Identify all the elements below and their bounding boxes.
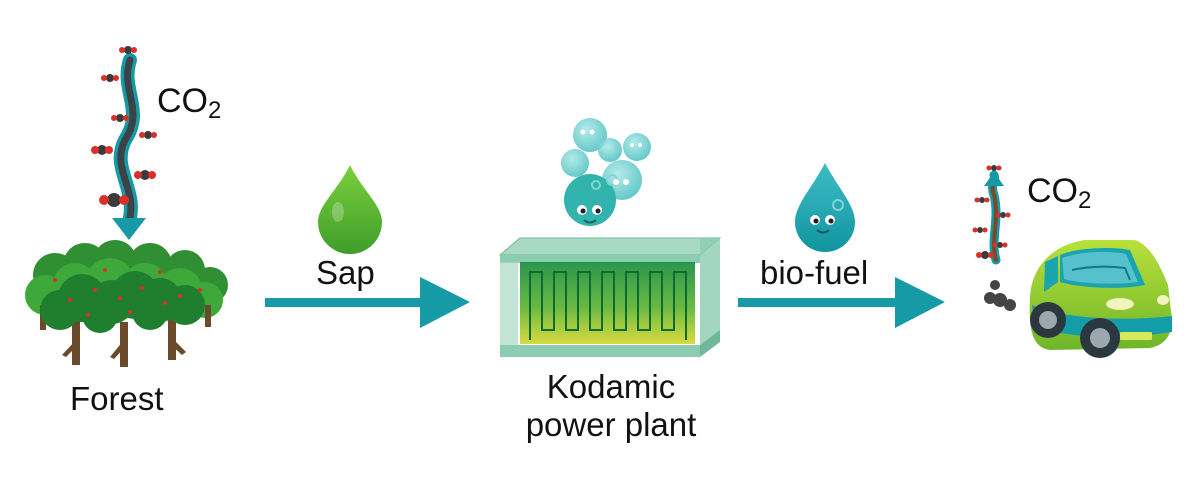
forest-label: Forest — [70, 380, 164, 417]
microbe-cluster — [561, 118, 651, 226]
forest-illustration — [25, 240, 228, 367]
car-wheel-rear — [1030, 302, 1066, 338]
car-illustration — [1029, 240, 1172, 358]
sap-label: Sap — [316, 254, 375, 291]
co2-label-car: CO2 — [1027, 172, 1092, 214]
sap-drop-icon — [318, 165, 382, 254]
power-plant-illustration — [498, 237, 722, 357]
plant-label-line1: Kodamic — [546, 368, 676, 405]
biofuel-drop-icon — [795, 163, 855, 252]
biofuel-label: bio-fuel — [760, 254, 869, 291]
car-wheel-front — [1080, 318, 1120, 358]
co2-label-forest: CO2 — [157, 82, 222, 124]
co2-molecules — [91, 46, 157, 207]
co2-stream-forest — [91, 46, 157, 240]
arrow-biofuel — [738, 277, 945, 328]
co2-stream-car — [972, 165, 1016, 311]
plant-label: Kodamic power plant — [500, 368, 722, 444]
arrow-sap — [265, 277, 470, 328]
plant-label-line2: power plant — [525, 406, 697, 443]
